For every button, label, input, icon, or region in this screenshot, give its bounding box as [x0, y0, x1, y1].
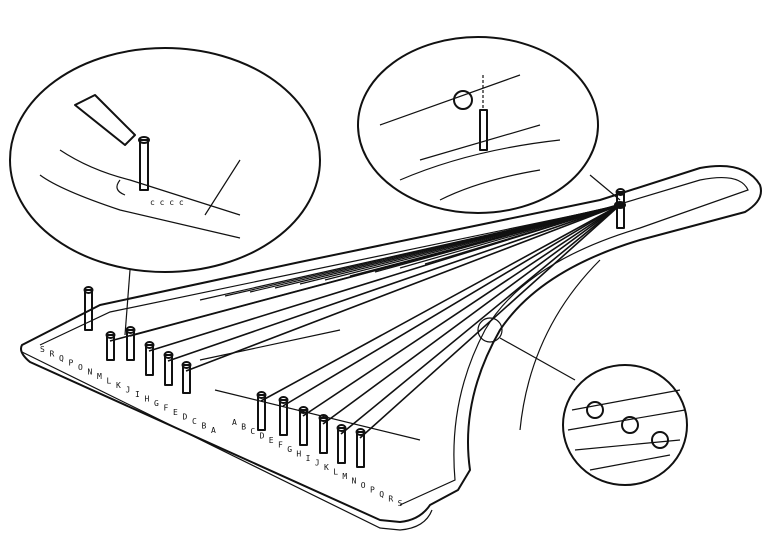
peg	[83, 286, 94, 331]
board-letter: E	[269, 436, 274, 445]
peg	[256, 391, 267, 431]
board-letter: M	[97, 372, 102, 381]
board-letter: N	[352, 477, 357, 486]
peg	[125, 326, 136, 361]
peg	[318, 414, 329, 454]
board-letter: O	[78, 363, 83, 372]
string	[260, 204, 621, 402]
board-letter: O	[361, 481, 366, 490]
pegs	[83, 286, 366, 468]
board-letter: Q	[59, 354, 64, 363]
board-letter: L	[333, 468, 338, 477]
peg	[336, 424, 347, 464]
board-letter: L	[107, 377, 112, 386]
strings	[109, 204, 621, 439]
board-letter: G	[287, 445, 292, 454]
board-letter: I	[306, 454, 311, 463]
board-letter: A	[232, 418, 237, 427]
board-letter: R	[388, 495, 393, 504]
board-letter: M	[342, 472, 347, 481]
board-letter: K	[324, 463, 329, 472]
inset-knot-detail	[357, 36, 621, 214]
board-letter: B	[202, 422, 207, 431]
board-letter: J	[315, 459, 320, 468]
board-letter: C	[192, 417, 197, 426]
peg	[163, 351, 174, 386]
board-letter: H	[296, 450, 301, 459]
peg	[105, 331, 116, 361]
board-letter: J	[126, 386, 131, 395]
board-letter: F	[278, 441, 283, 450]
board-letter: K	[116, 381, 121, 390]
board-letter: P	[370, 486, 375, 495]
string	[302, 204, 621, 417]
board-letter: D	[260, 432, 265, 441]
board-letter: F	[164, 404, 169, 413]
board-letter: P	[69, 359, 74, 368]
string	[424, 204, 621, 265]
svg-text:c c c c: c c c c	[150, 198, 184, 207]
board-letter: S	[40, 345, 45, 354]
string	[359, 204, 621, 439]
string	[322, 204, 621, 425]
peg	[298, 406, 309, 446]
board-letter: S	[398, 499, 403, 508]
string	[185, 204, 621, 372]
board-letter: Q	[379, 490, 384, 499]
board-letter: N	[88, 368, 93, 377]
inset-peg-detail: c c c c	[9, 47, 321, 336]
inset-knot-cluster	[477, 317, 688, 486]
peg	[144, 341, 155, 376]
peg	[355, 428, 366, 468]
board-letter: A	[211, 426, 216, 435]
string	[167, 204, 621, 362]
board-letter: I	[135, 390, 140, 399]
string	[282, 204, 621, 407]
peg	[181, 361, 192, 394]
string-board	[20, 165, 762, 531]
board-letter: R	[50, 350, 55, 359]
anchor-peg	[614, 188, 626, 229]
peg	[278, 396, 289, 436]
board-letter: C	[250, 427, 255, 436]
board-letter: D	[183, 413, 188, 422]
board-letter: B	[241, 423, 246, 432]
string	[340, 204, 621, 435]
board-letter: E	[173, 408, 178, 417]
board-letter: G	[154, 399, 159, 408]
board-letter: H	[145, 395, 150, 404]
